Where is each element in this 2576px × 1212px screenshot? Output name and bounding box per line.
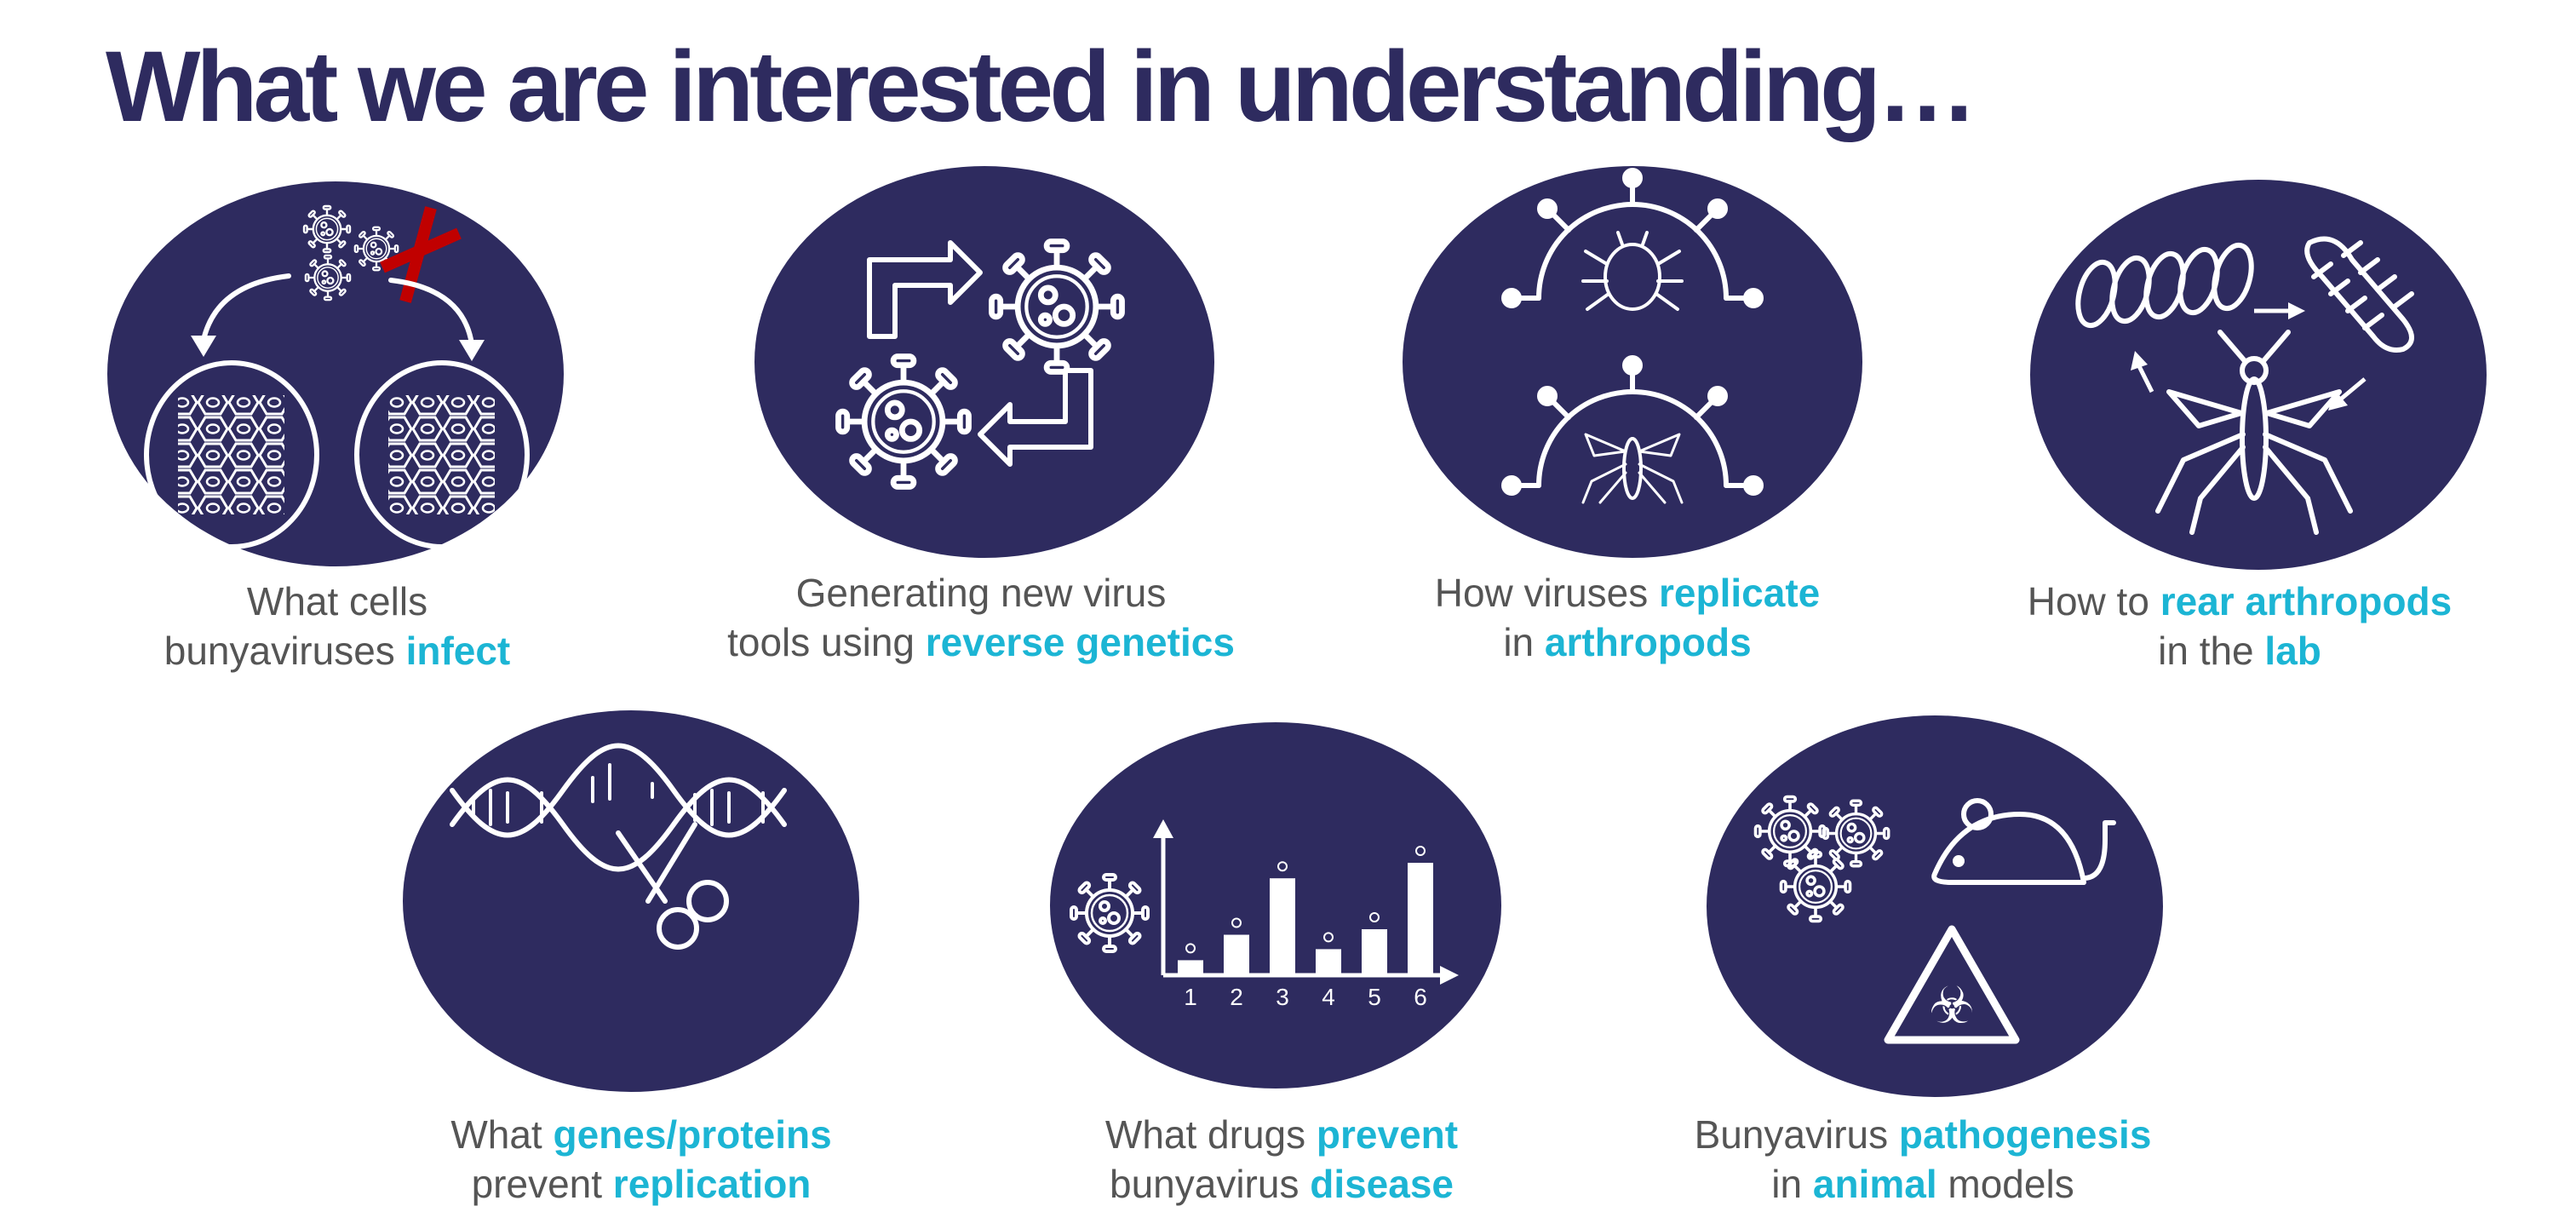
chart-tick-label: 5 [1368, 984, 1381, 1010]
label-line: How viruses replicate [1244, 568, 2011, 617]
chart-bar [1316, 949, 1341, 974]
dna-helix-icon [450, 743, 787, 872]
bent-arrow-icon [867, 240, 983, 339]
label-text: What cells [246, 579, 428, 623]
label-text: in [1771, 1162, 1813, 1206]
label-text: bunyaviruses [164, 629, 406, 673]
label-line: prevent replication [258, 1159, 1024, 1209]
label-line: What drugs prevent [898, 1110, 1665, 1159]
label-text: in [1503, 620, 1545, 664]
virus-icon [1823, 801, 1889, 866]
highlighted-term: rear arthropods [2160, 579, 2453, 623]
chart-bar [1362, 929, 1387, 974]
label-text: models [1936, 1162, 2074, 1206]
label-text: in the [2158, 629, 2265, 673]
molecule-icon [1323, 932, 1334, 943]
chart-tick-label: 3 [1276, 984, 1289, 1010]
larva-icon [2304, 236, 2414, 353]
virus-icon [839, 357, 969, 487]
chart-bar [1270, 878, 1295, 974]
bent-arrow-icon [978, 368, 1093, 467]
virus-icon [304, 206, 350, 252]
highlighted-term: genes/proteins [553, 1112, 832, 1157]
highlighted-term: prevent [1316, 1112, 1459, 1157]
highlighted-term: infect [405, 629, 511, 673]
reverse-genetics-icon [754, 166, 1214, 558]
molecule-icon [1185, 943, 1196, 954]
highlighted-term: arthropods [1544, 620, 1752, 664]
chart-bar [1224, 934, 1249, 974]
highlighted-term: reverse genetics [925, 620, 1235, 664]
virus-icon [1781, 853, 1850, 922]
label-line: in arthropods [1244, 617, 2011, 667]
label-line: tools using reverse genetics [598, 617, 1364, 667]
arrow-left-icon [201, 273, 291, 342]
highlighted-term: animal [1812, 1162, 1937, 1206]
label-text: What drugs [1104, 1112, 1317, 1157]
molecule-icon [1231, 917, 1242, 928]
biohazard-warning-icon: ☣ [1884, 925, 2020, 1044]
scissors-icon [616, 822, 729, 950]
tick-virus-icon [1501, 168, 1764, 311]
label-line: bunyavirus disease [898, 1159, 1665, 1209]
highlighted-term: lab [2264, 629, 2321, 673]
mosquito-virus-icon [1501, 355, 1764, 504]
molecule-icon [1415, 846, 1426, 856]
highlighted-term: disease [1310, 1162, 1454, 1206]
highlighted-term: replicate [1659, 571, 1821, 615]
chart-bar [1178, 960, 1203, 974]
molecule-icon [1369, 912, 1380, 922]
chart-tick-label: 6 [1414, 984, 1427, 1010]
highlighted-term: pathogenesis [1898, 1112, 2152, 1157]
label-line: bunyaviruses infect [0, 626, 720, 675]
label-line: What genes/proteins [258, 1110, 1024, 1159]
mosquito-icon [2155, 330, 2353, 535]
drug-screen-chart-icon: 1 2 3 4 5 6 [1050, 722, 1501, 1089]
cell-culture-icon [144, 360, 319, 549]
chart-tick-label: 4 [1322, 984, 1335, 1010]
arrow-right-icon [388, 278, 474, 347]
label-text: What [450, 1112, 554, 1157]
molecule-icon [1277, 861, 1288, 872]
label-text: Generating new virus [795, 571, 1167, 615]
chart-tick-label: 2 [1230, 984, 1243, 1010]
label-line: How to rear arthropods [1856, 577, 2576, 626]
lifecycle-arrows-icon [2131, 302, 2367, 411]
virus-icon [1071, 875, 1148, 951]
label-text: Bunyavirus [1694, 1112, 1899, 1157]
label-line: in the lab [1856, 626, 2576, 675]
chart-axes [1153, 819, 1459, 985]
label-line: in animal models [1540, 1159, 2306, 1209]
highlighted-term: replication [612, 1162, 812, 1206]
dna-scissors-icon [403, 710, 859, 1092]
label-text: How to [2027, 579, 2160, 623]
label-line: Bunyavirus pathogenesis [1540, 1110, 2306, 1159]
arthropod-lifecycle-icon [2030, 180, 2487, 570]
mouse-icon [1931, 798, 2116, 885]
eggs-icon [2075, 242, 2254, 329]
animal-model-icon: ☣ [1707, 715, 2163, 1097]
slide-title: What we are interested in understanding… [106, 31, 1977, 143]
svg-text:☣: ☣ [1929, 976, 1975, 1036]
infected-cells-icon [107, 181, 564, 566]
virus-icon [992, 242, 1122, 372]
label-text: How viruses [1434, 571, 1660, 615]
arthropod-virus-icon [1403, 166, 1862, 558]
label-text: bunyavirus [1109, 1162, 1311, 1206]
label-line: What cells [0, 577, 720, 626]
label-text: prevent [471, 1162, 613, 1206]
virus-icon [306, 256, 350, 300]
chart-tick-label: 1 [1184, 984, 1197, 1010]
chart-bar [1408, 863, 1433, 974]
label-line: Generating new virus [598, 568, 1364, 617]
label-text: tools using [727, 620, 926, 664]
cell-culture-icon [354, 360, 530, 549]
